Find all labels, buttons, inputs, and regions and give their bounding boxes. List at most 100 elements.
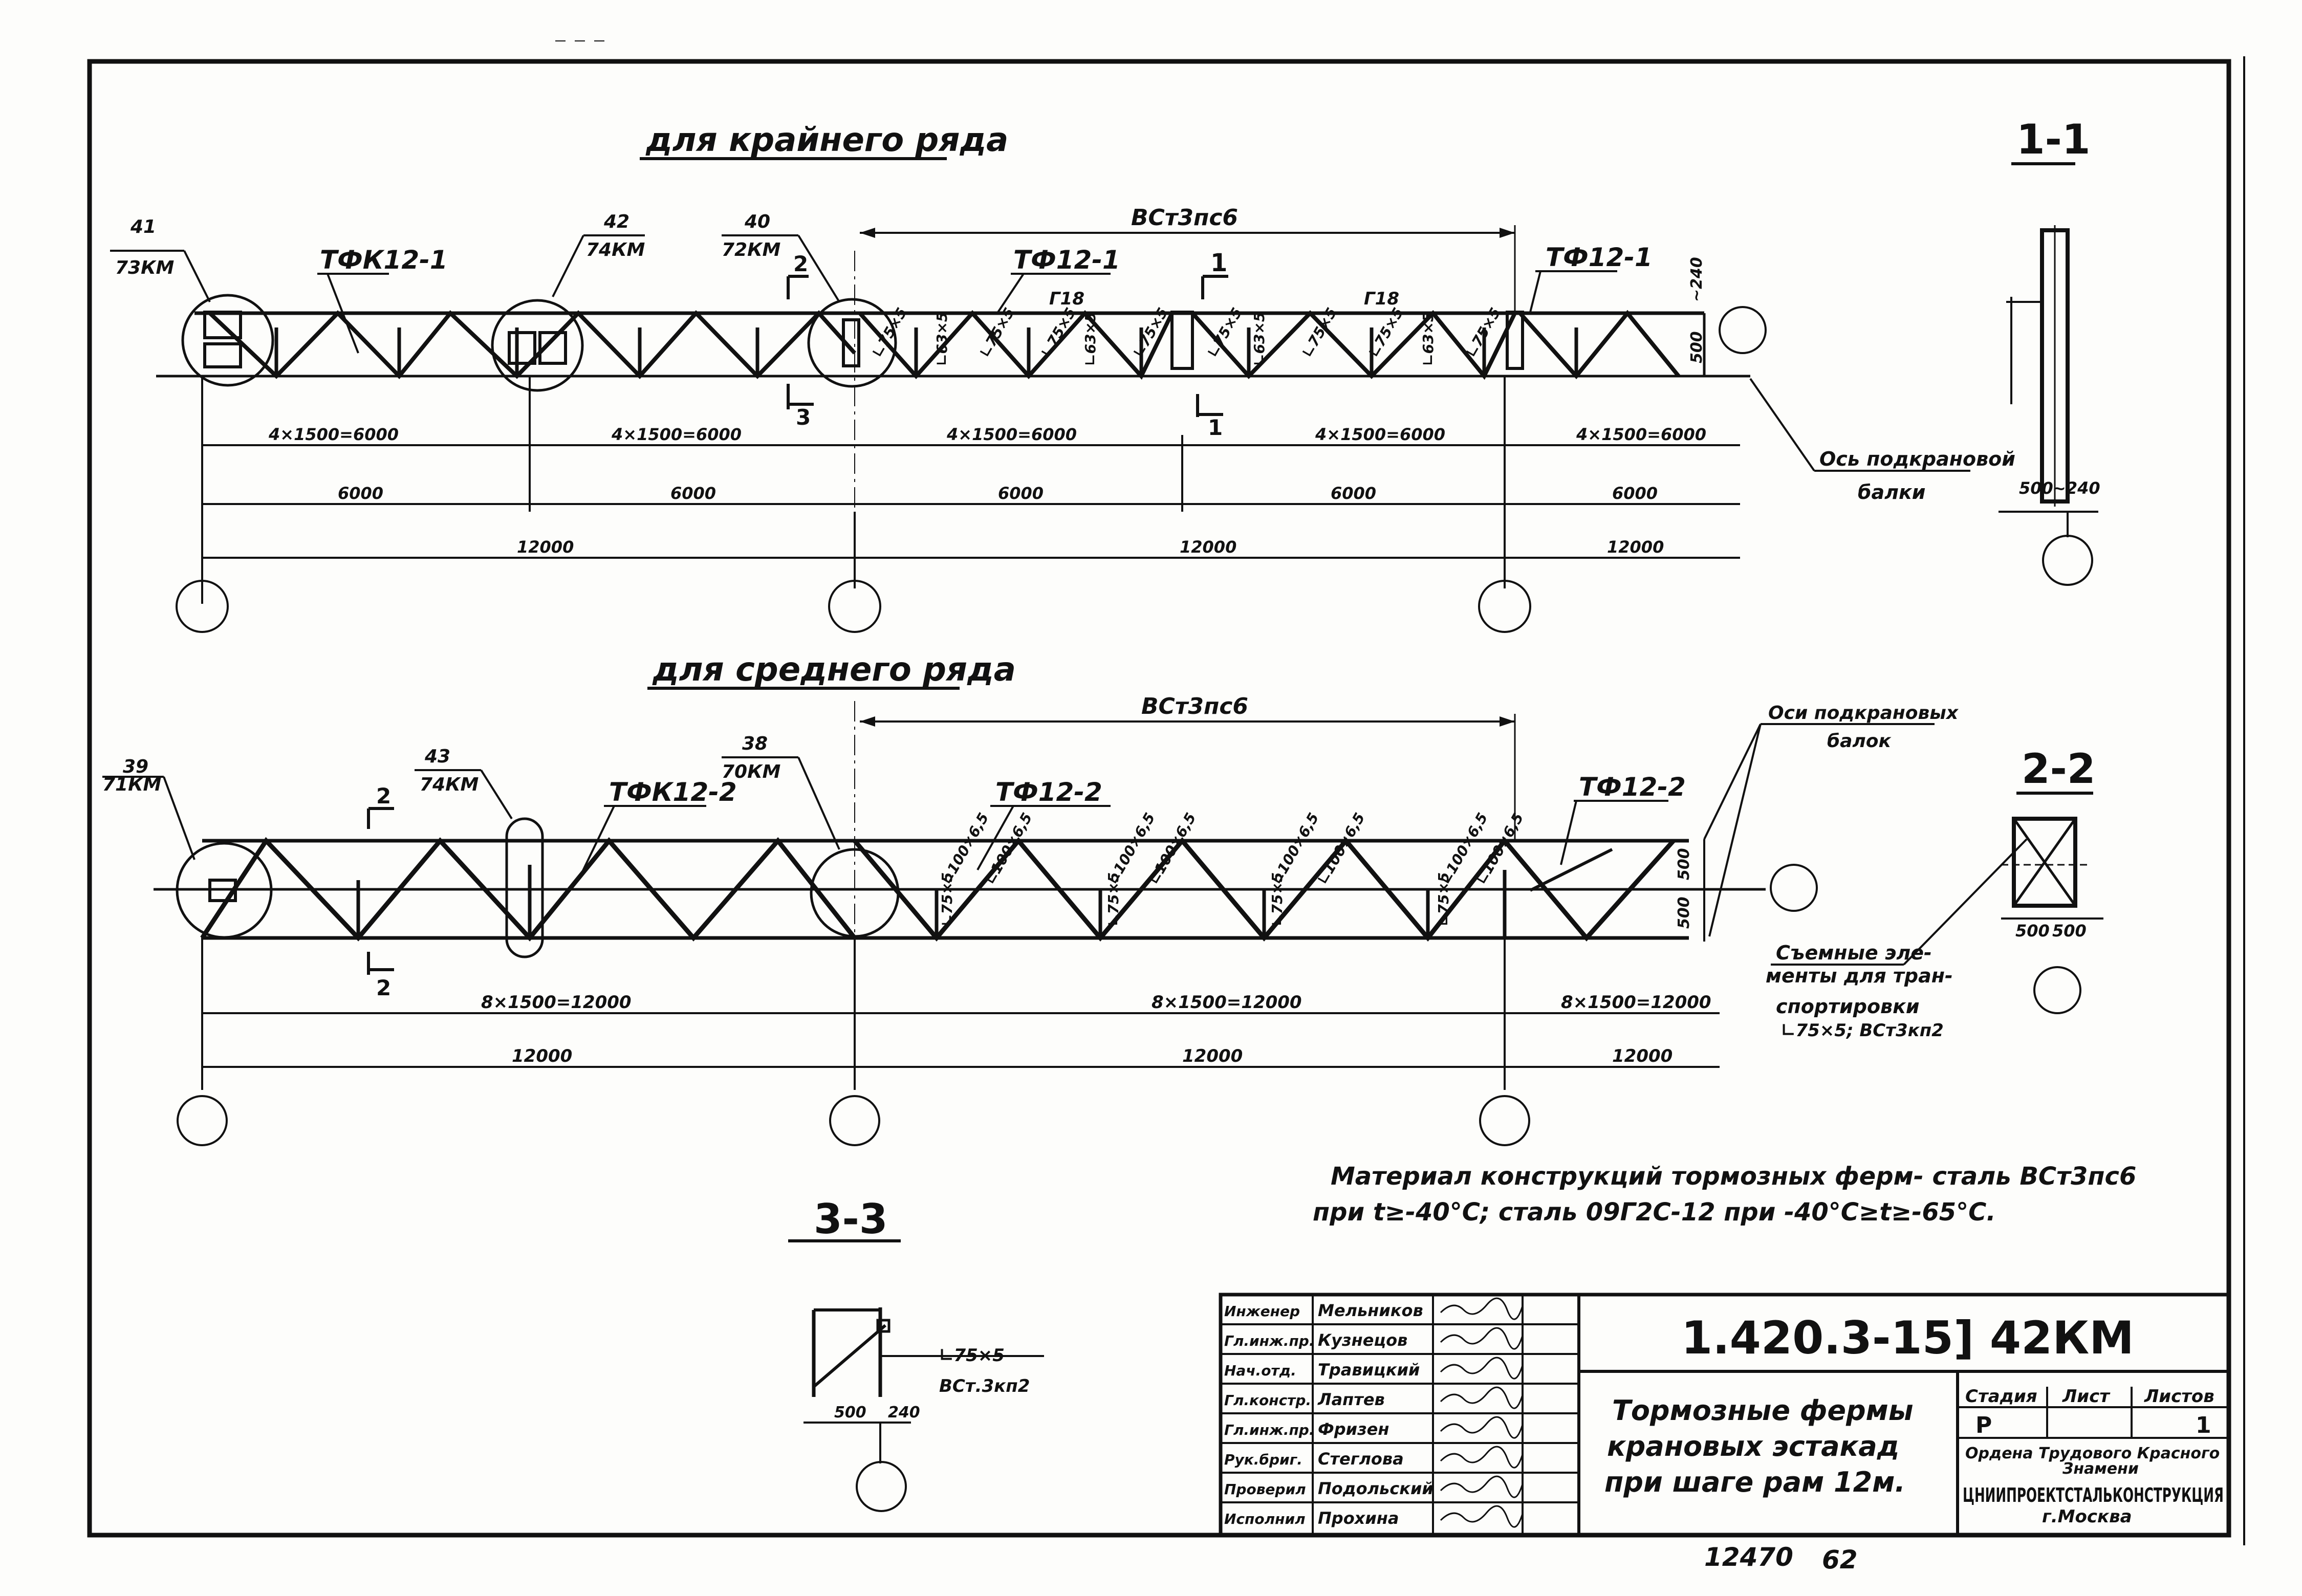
outer-dim-panels: 4×1500=6000	[1576, 425, 1706, 444]
removable-note-2: менты для тран-	[1766, 965, 1953, 987]
signature	[1440, 1446, 1524, 1469]
crane-axes-label-1: Оси подкрановых	[1768, 703, 1959, 724]
note-line-1: Материал конструкций тормозных ферм- ста…	[1331, 1162, 2136, 1191]
middle-dim-12000: 12000	[512, 1046, 572, 1066]
outer-steel: ВСт3пс6	[1131, 205, 1238, 231]
section-3-3: 3-3 ∟75×5 ВСт.3кп2 500 240	[788, 1195, 1044, 1512]
section-3-3-dim-a: 500	[834, 1404, 866, 1422]
removable-note-4: ∟75×5; ВСт3кп2	[1781, 1020, 1944, 1041]
stamp-role: Гл.констр.	[1224, 1392, 1311, 1409]
outer-dim-panels: 4×1500=6000	[1315, 425, 1445, 444]
signature	[1440, 1475, 1524, 1498]
node-43-sheet: 74КМ	[420, 774, 479, 795]
stamp-name: Мельников	[1318, 1301, 1423, 1320]
outer-member-label: ∟63×5	[1082, 312, 1099, 366]
middle-truss-1: ТФК12-2	[609, 777, 737, 807]
node-41-label: 41	[130, 216, 156, 237]
section-3-3-title: 3-3	[814, 1195, 888, 1243]
middle-steel: ВСт3пс6	[1141, 693, 1248, 719]
outer-dim-6000: 6000	[1331, 484, 1376, 503]
middle-truss-3: ТФ12-2	[1579, 772, 1686, 802]
crane-axis-label-2: балки	[1858, 481, 1925, 504]
stamp-name: Прохина	[1318, 1508, 1399, 1528]
middle-dim-panels: 8×1500=12000	[1561, 992, 1711, 1013]
outer-dim-6000: 6000	[998, 484, 1044, 503]
outer-truss-3: ТФ12-1	[1546, 243, 1653, 272]
outer-dim-6000: 6000	[670, 484, 716, 503]
middle-dim-12000: 12000	[1182, 1046, 1243, 1066]
outer-section-2: 2	[793, 251, 808, 276]
middle-member-label: ∟75×5	[1269, 872, 1286, 926]
middle-dim-panels: 8×1500=12000	[481, 992, 632, 1013]
sheets-label: Листов	[2144, 1386, 2214, 1407]
doc-title-1: Тормозные фермы	[1612, 1394, 1914, 1427]
stamp-name: Травицкий	[1318, 1360, 1420, 1380]
crane-axis-label-1: Ось подкрановой	[1819, 448, 2015, 470]
outer-dim-12000: 12000	[1607, 537, 1664, 557]
outer-row-title: для крайнего ряда	[645, 121, 1008, 159]
middle-truss-2: ТФ12-2	[995, 777, 1102, 807]
middle-member-label: ∟75×5	[1435, 872, 1452, 926]
middle-member-label: ∟75×5	[1105, 872, 1122, 926]
stage-label: Стадия	[1965, 1386, 2037, 1407]
page-number: 62	[1822, 1545, 1858, 1575]
node-43-label: 43	[424, 746, 450, 767]
signature	[1440, 1297, 1524, 1320]
sheets-value: 1	[2196, 1412, 2211, 1438]
outer-member-label: ∟63×5	[1251, 312, 1268, 366]
stamp-role: Проверил	[1224, 1481, 1306, 1498]
outer-truss-1: ТФК12-1	[320, 245, 448, 275]
section-1-1-title: 1-1	[2016, 116, 2091, 163]
org-line-3: ЦНИИПРОЕКТСТАЛЬКОНСТРУКЦИЯ	[1963, 1484, 2224, 1506]
outer-dim-6000: 6000	[1612, 484, 1658, 503]
doc-title-2: крановых эстакад	[1607, 1430, 1899, 1462]
middle-section-2-top: 2	[376, 783, 391, 808]
outer-height-top: ~240	[1688, 257, 1706, 302]
outer-dim-6000: 6000	[338, 484, 383, 503]
outer-member-label: ∟63×5	[1420, 312, 1437, 366]
material-note: Материал конструкций тормозных ферм- ста…	[1313, 1162, 2136, 1227]
stamp-name: Фризен	[1318, 1419, 1389, 1439]
outer-row-drawing: для крайнего ряда 41	[110, 121, 2015, 633]
section-3-3-dim-b: 240	[888, 1404, 920, 1422]
removable-note-1: Съемные эле-	[1776, 942, 1932, 964]
node-40-sheet: 72КМ	[722, 239, 781, 260]
outer-section-1-bot: 1	[1208, 415, 1223, 440]
node-42-sheet: 74КМ	[586, 239, 645, 260]
section-3-3-steel: ВСт.3кп2	[939, 1376, 1030, 1396]
signature	[1440, 1327, 1524, 1350]
section-2-2-title: 2-2	[2022, 745, 2096, 793]
node-40-label: 40	[744, 211, 770, 232]
middle-row-title: для среднего ряда	[652, 651, 1016, 689]
node-39-label: 39	[123, 756, 148, 777]
stamp-name: Лаптев	[1317, 1390, 1385, 1409]
middle-member-label: ∟75×5	[939, 872, 955, 926]
node-42-label: 42	[603, 211, 629, 232]
middle-row-drawing: для среднего ряда 39 71КМ 43 74КМ 38 70К…	[102, 651, 1959, 1146]
outer-dim-panels: 4×1500=6000	[611, 425, 742, 444]
outer-dim-panels: 4×1500=6000	[268, 425, 399, 444]
node-41-callout	[181, 294, 274, 387]
middle-section-2-bot: 2	[376, 975, 391, 1000]
doc-code: 1.420.3-15] 42КМ	[1681, 1311, 2134, 1364]
sheet-footer: 12470 62	[1704, 1542, 1858, 1575]
org-line-1: Ордена Трудового Красного	[1965, 1445, 2220, 1462]
removable-note-3: спортировки	[1776, 995, 1920, 1018]
section-1-1-dim-b: ~240	[2052, 478, 2100, 498]
signature	[1440, 1505, 1524, 1528]
section-2-2: 2-2 500 500 Съемные эле- менты для тран-…	[1766, 745, 2103, 1041]
doc-title-3: при шаге рам 12м.	[1604, 1466, 1905, 1498]
outer-truss-2: ТФ12-1	[1013, 245, 1120, 275]
signature	[1440, 1386, 1524, 1409]
org-line-4: г.Москва	[2042, 1506, 2132, 1527]
stamp-role: Гл.инж.пр.	[1224, 1422, 1314, 1438]
section-2-2-dim-b: 500	[2052, 921, 2087, 941]
stamp-name: Кузнецов	[1318, 1330, 1407, 1350]
outer-height-bot: 500	[1688, 331, 1706, 363]
section-1-1-dim-a: 500	[2019, 478, 2053, 498]
stamp-role: Рук.бриг.	[1224, 1451, 1302, 1468]
stage-value: Р	[1975, 1412, 1992, 1438]
stamp-role: Нач.отд.	[1224, 1362, 1296, 1379]
middle-dim-12000: 12000	[1612, 1046, 1673, 1066]
